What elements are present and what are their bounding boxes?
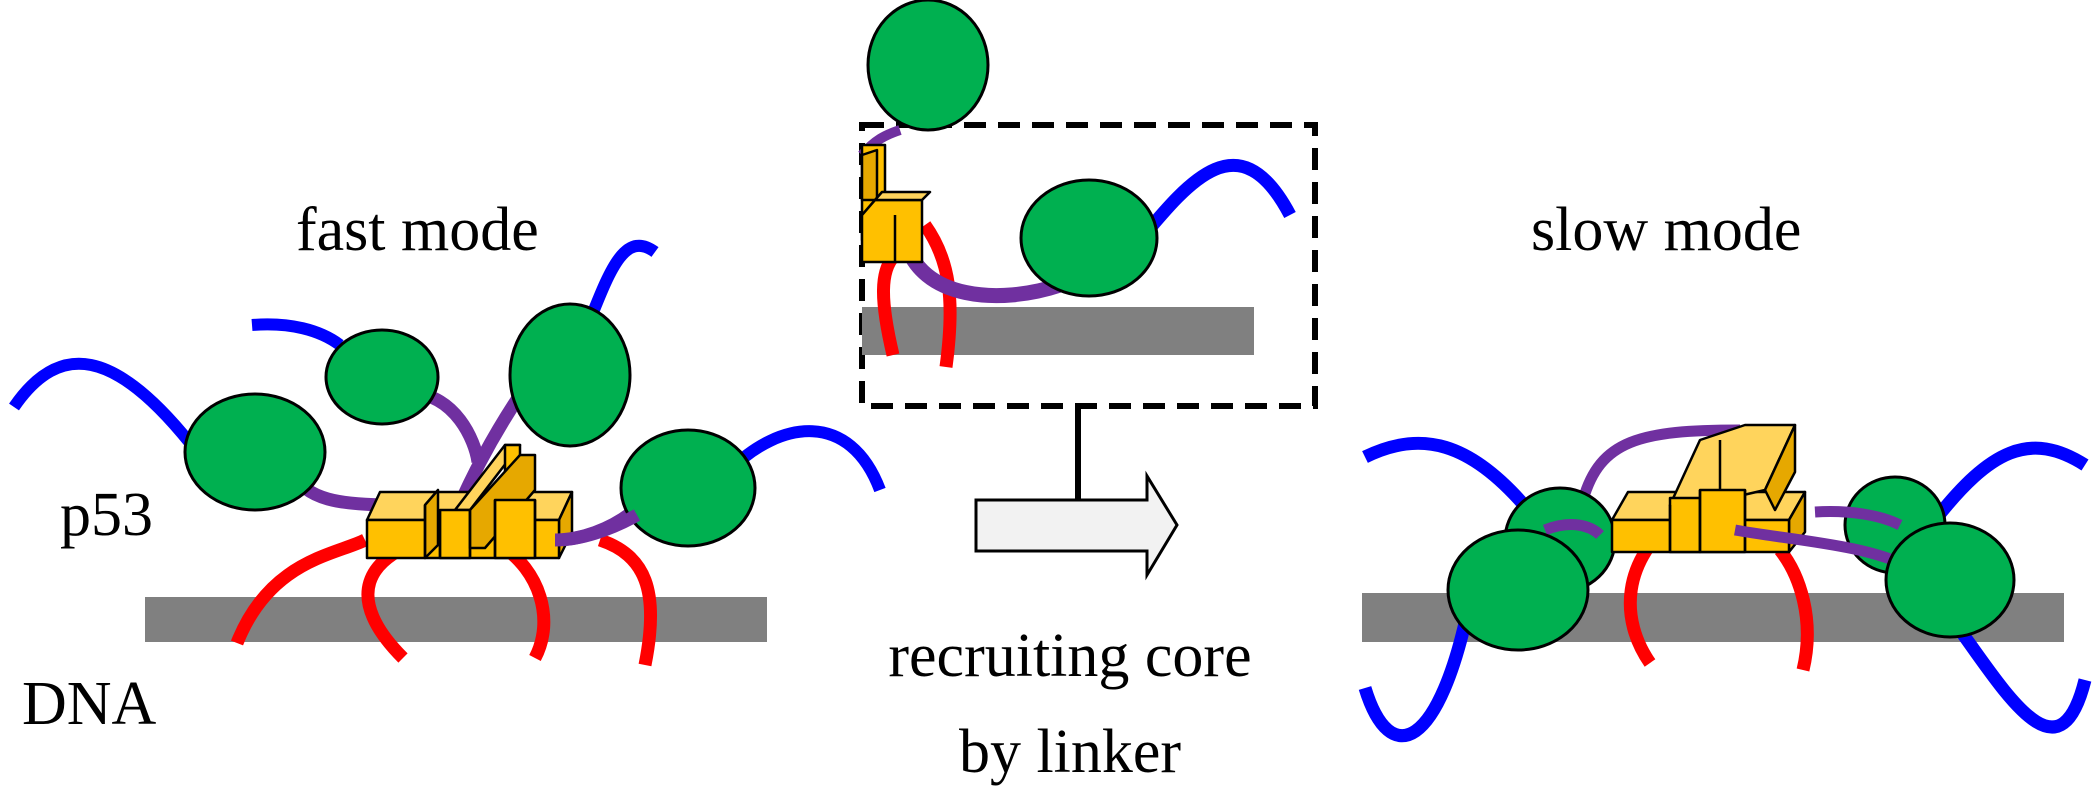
n-terminal-tails-left [9,239,886,493]
dna-label: DNA [22,670,157,738]
core-domain-outside-inset [866,0,990,132]
arrow-caption-line2: by linker [959,718,1181,786]
n-terminal-tails-right [1358,436,2092,743]
arrow-caption-line1: recruiting core [888,622,1251,690]
zoom-dashed-box [859,122,1318,409]
p53-label: p53 [60,481,153,549]
tetramer-left [365,443,574,560]
slow-mode-label: slow mode [1531,196,1801,264]
linker-front-left [554,509,641,547]
core-domain-inset [1019,178,1159,298]
core-domains-left [183,302,757,548]
n-terminal-inset [1135,159,1296,245]
transition-arrow [974,470,1179,581]
zoom-inset: recruiting core by linker [858,0,1318,786]
tetramer-inset [860,143,932,264]
fast-mode-label: fast mode [296,196,539,264]
fast-mode-panel: fast mode p53 DNA [9,196,886,738]
core-domains-front-right [1446,521,2016,652]
dna-strand-inset [862,307,1254,355]
linker-right-top [1577,424,1741,502]
c-terminal-tails-left [230,528,658,667]
slow-mode-panel: slow mode [1358,196,2092,743]
